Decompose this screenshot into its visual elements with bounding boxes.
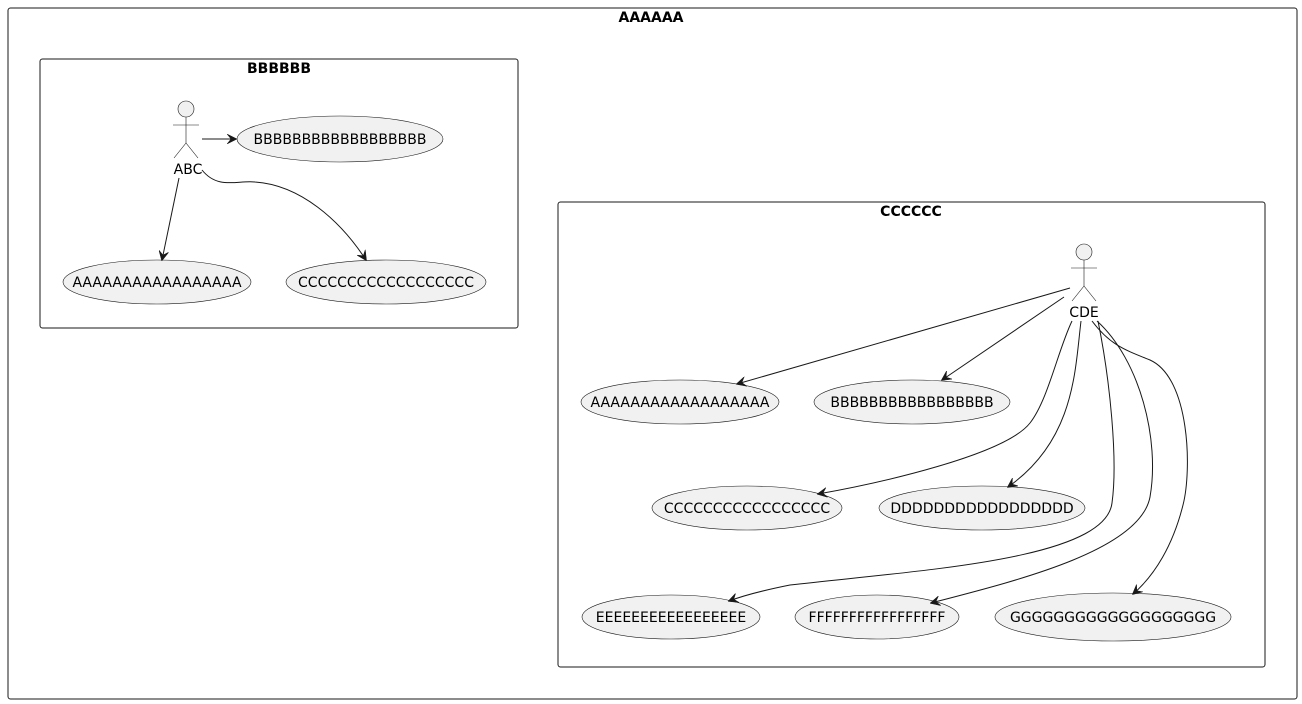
usecase-left-a-label: AAAAAAAAAAAAAAAAA	[72, 275, 241, 291]
usecase-right-e[interactable]: EEEEEEEEEEEEEEEEE	[581, 594, 761, 640]
usecase-left-b-label: BBBBBBBBBBBBBBBBBB	[254, 132, 427, 148]
actor-cde-leg-right	[1083, 285, 1097, 302]
actor-abc-leg-right	[185, 142, 199, 159]
actor-abc-label: ABC	[174, 162, 203, 178]
usecase-left-c-label: CCCCCCCCCCCCCCCCCC	[298, 275, 474, 291]
actor-cde-leg-left	[1071, 285, 1085, 302]
usecase-right-c-label: CCCCCCCCCCCCCCCCC	[664, 501, 830, 517]
edge-cde-to-right-d	[1008, 320, 1082, 487]
actor-abc-head	[177, 100, 195, 118]
usecase-right-g-shape	[994, 592, 1232, 642]
usecase-right-b-shape	[813, 379, 1011, 425]
usecase-right-d-label: DDDDDDDDDDDDDDDDD	[890, 501, 1073, 517]
edge-cde-to-right-e	[729, 320, 1115, 601]
edge-cde-to-right-a	[737, 287, 1071, 384]
usecase-right-g[interactable]: GGGGGGGGGGGGGGGGGGG	[994, 592, 1232, 642]
actor-cde-head	[1075, 243, 1093, 261]
usecase-right-b-label: BBBBBBBBBBBBBBBBB	[830, 395, 993, 411]
usecase-right-f-label: FFFFFFFFFFFFFFFFF	[809, 610, 946, 626]
actor-cde-label: CDE	[1069, 305, 1098, 321]
package-right: CCCCCC	[557, 201, 1266, 668]
usecase-right-e-shape	[581, 594, 761, 640]
package-right-frame	[557, 201, 1266, 668]
usecase-right-d-shape	[878, 485, 1086, 531]
package-outer-title: AAAAAA	[618, 10, 683, 26]
package-right-title: CCCCCC	[880, 204, 942, 220]
actor-abc[interactable]: ABC	[173, 100, 203, 178]
usecase-right-a[interactable]: AAAAAAAAAAAAAAAAAA	[580, 379, 780, 425]
edge-cde-to-right-c	[818, 320, 1073, 494]
usecase-right-c[interactable]: CCCCCCCCCCCCCCCCC	[651, 485, 843, 531]
edge-abc-to-left-c	[201, 169, 366, 260]
usecase-left-b-shape	[236, 115, 444, 163]
usecase-left-a[interactable]: AAAAAAAAAAAAAAAAA	[62, 259, 252, 305]
actor-abc-leg-left	[173, 142, 187, 159]
usecase-left-c[interactable]: CCCCCCCCCCCCCCCCCC	[285, 259, 487, 305]
usecase-right-e-label: EEEEEEEEEEEEEEEEE	[596, 610, 746, 626]
usecase-right-b[interactable]: BBBBBBBBBBBBBBBBB	[813, 379, 1011, 425]
edge-abc-to-left-a	[162, 177, 180, 260]
usecase-right-f[interactable]: FFFFFFFFFFFFFFFFF	[794, 594, 960, 640]
usecase-right-a-label: AAAAAAAAAAAAAAAAAA	[590, 395, 769, 411]
actor-cde[interactable]: CDE	[1069, 243, 1099, 321]
edge-cde-to-right-g	[1091, 320, 1188, 594]
usecase-right-f-shape	[794, 594, 960, 640]
usecase-left-a-shape	[62, 259, 252, 305]
usecase-left-c-shape	[285, 259, 487, 305]
package-left-title: BBBBBB	[247, 61, 311, 77]
usecase-right-g-label: GGGGGGGGGGGGGGGGGGG	[1010, 610, 1216, 626]
usecase-left-b[interactable]: BBBBBBBBBBBBBBBBBB	[236, 115, 444, 163]
usecase-right-a-shape	[580, 379, 780, 425]
edge-cde-to-right-b	[942, 296, 1065, 380]
usecase-right-c-shape	[651, 485, 843, 531]
usecase-right-d[interactable]: DDDDDDDDDDDDDDDDD	[878, 485, 1086, 531]
edge-cde-to-right-f	[931, 320, 1153, 603]
